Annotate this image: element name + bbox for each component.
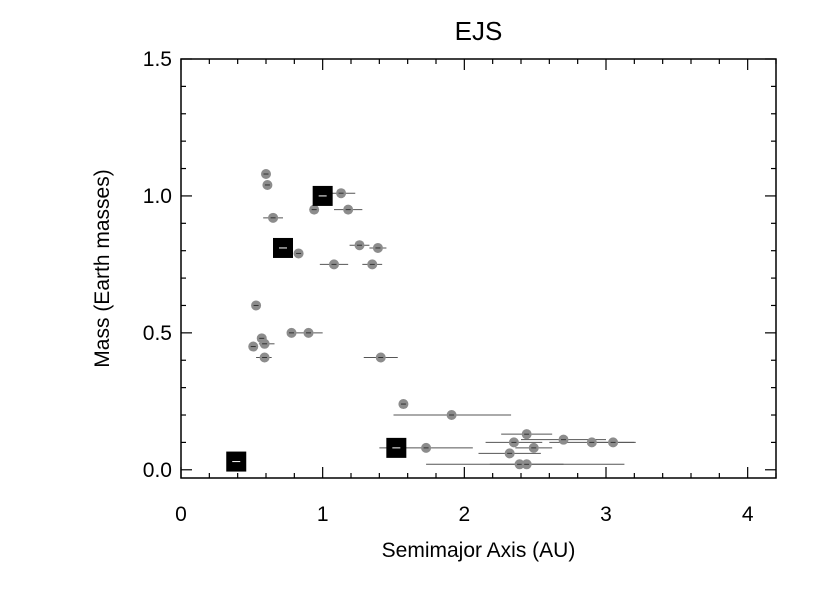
x-tick-label: 1: [317, 503, 329, 526]
x-tick-label: 4: [742, 503, 754, 526]
x-tick-label: 0: [175, 503, 187, 526]
x-axis-ticks: 0 1 2 3 4: [175, 59, 777, 526]
y-tick-label: 0.0: [143, 459, 172, 482]
y-tick-label: 0.5: [143, 322, 172, 345]
data-points: [226, 169, 619, 472]
x-tick-label: 2: [458, 503, 470, 526]
x-tick-label: 3: [600, 503, 612, 526]
chart-title: EJS: [455, 16, 503, 46]
y-axis-ticks: 0.0 0.5 1.0 1.5: [143, 48, 776, 482]
error-bars: [251, 173, 636, 465]
x-axis-label: Semimajor Axis (AU): [382, 539, 576, 562]
plot-frame: [180, 58, 777, 479]
y-tick-label: 1.5: [143, 48, 172, 71]
y-axis-label: Mass (Earth masses): [91, 169, 114, 367]
y-tick-label: 1.0: [143, 185, 172, 208]
